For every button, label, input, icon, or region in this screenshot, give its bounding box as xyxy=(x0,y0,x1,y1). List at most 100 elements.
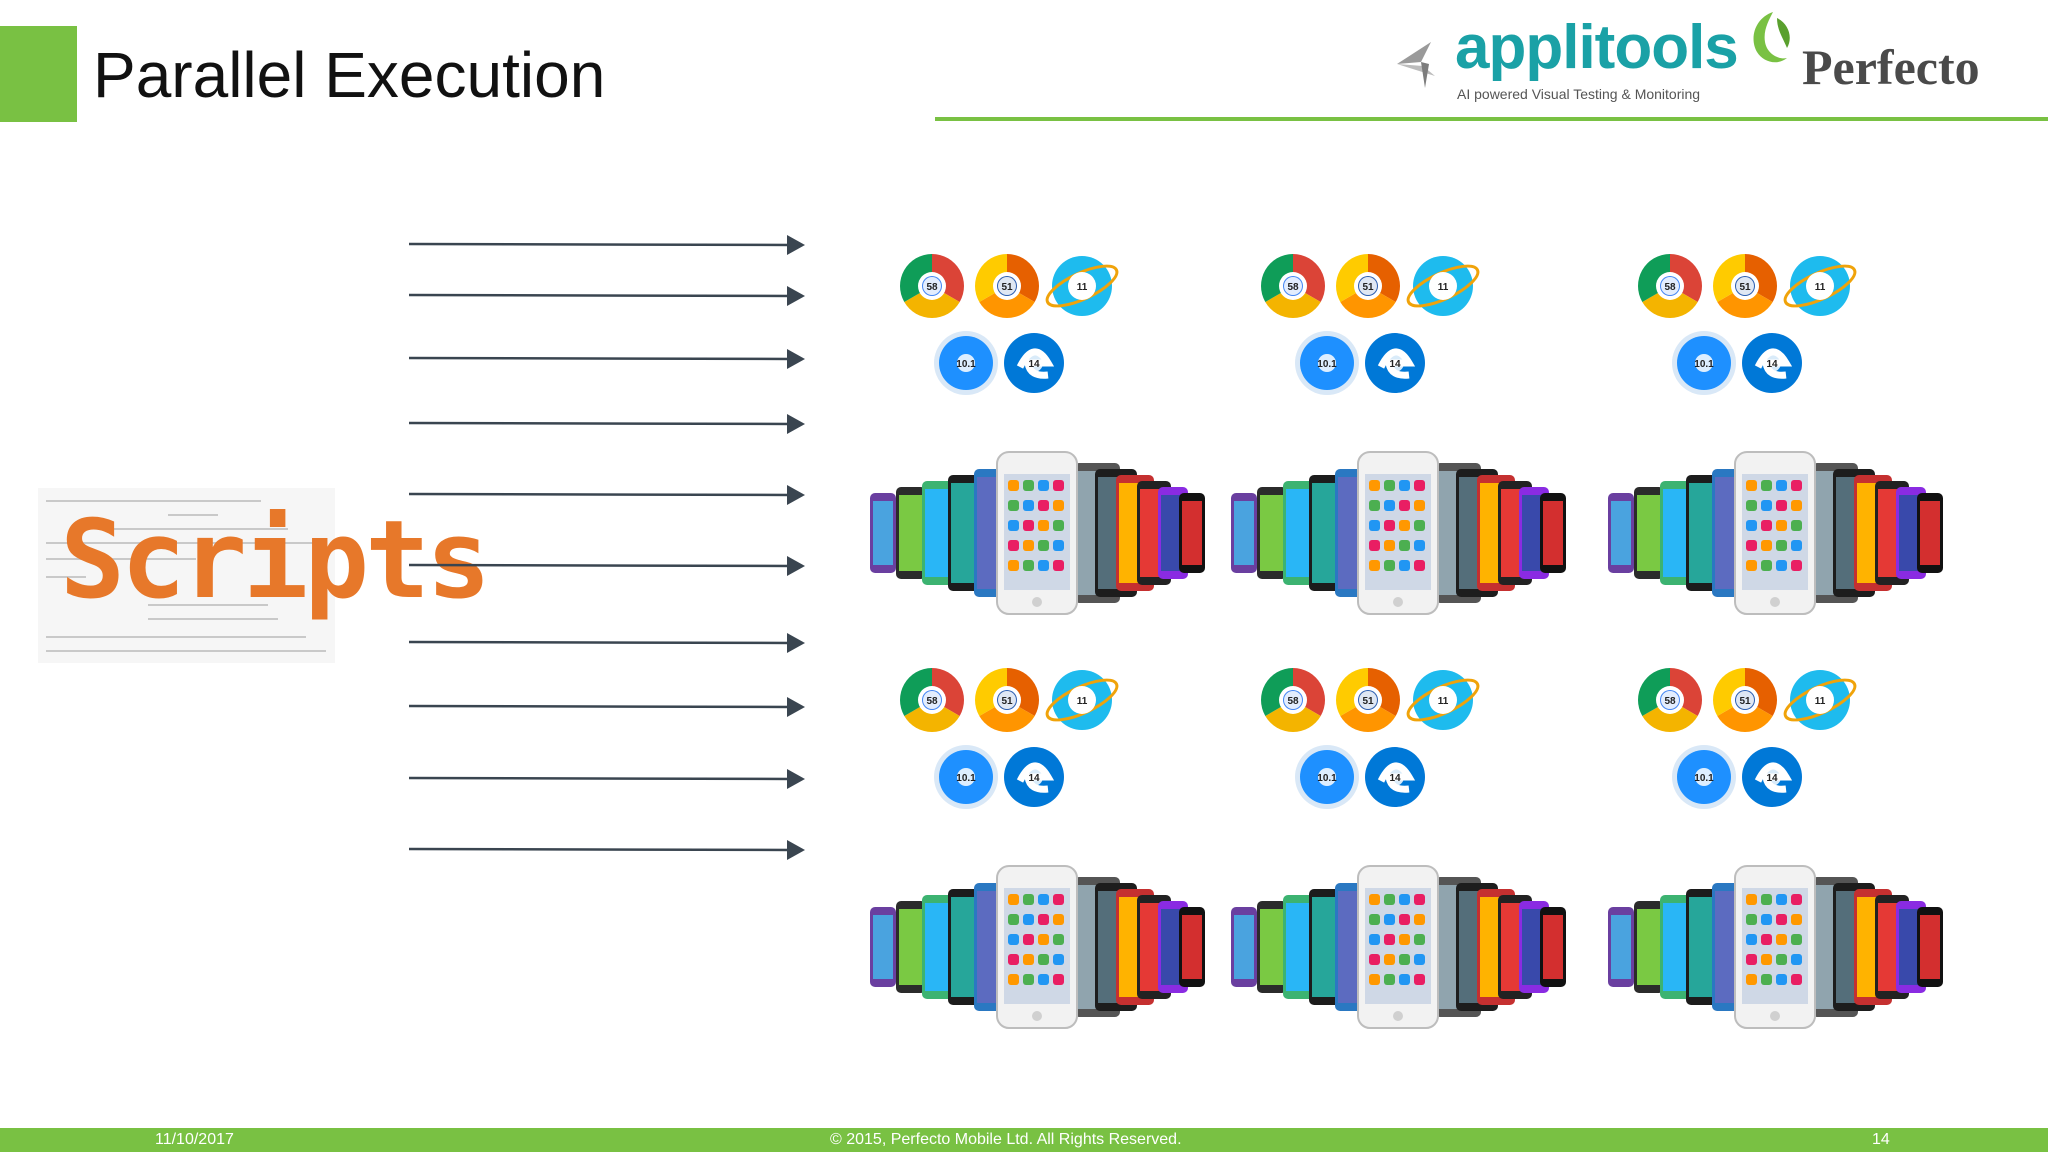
arrow xyxy=(408,286,805,306)
browser-version-label: 10.1 xyxy=(956,773,976,784)
safari-icon: 10.1 xyxy=(1295,331,1359,395)
arrow xyxy=(408,235,805,255)
firefox-icon: 51 xyxy=(1336,668,1400,732)
browser-version-label: 51 xyxy=(1362,282,1374,293)
arrow xyxy=(408,697,805,717)
browser-version-label: 14 xyxy=(1389,359,1401,370)
edge-icon: 14 xyxy=(1365,747,1425,807)
browser-version-label: 10.1 xyxy=(1694,359,1714,370)
arrow xyxy=(408,414,805,434)
browser-version-label: 14 xyxy=(1766,359,1778,370)
arrows xyxy=(408,235,805,860)
edge-icon: 14 xyxy=(1365,333,1425,393)
browser-version-label: 11 xyxy=(1815,696,1826,707)
chrome-icon: 58 xyxy=(1261,254,1325,318)
footer-bar: 11/10/2017 © 2015, Perfecto Mobile Ltd. … xyxy=(0,1128,2048,1152)
safari-icon: 10.1 xyxy=(1295,745,1359,809)
browser-version-label: 51 xyxy=(1001,282,1013,293)
arrow xyxy=(408,633,805,653)
browser-version-label: 58 xyxy=(1287,282,1299,293)
browser-device-cluster: 58 51 11 10.1 14 xyxy=(862,652,1207,1087)
perfecto-logo-text: Perfecto xyxy=(1802,39,1980,95)
script-text-line xyxy=(46,636,306,638)
browser-version-label: 51 xyxy=(1362,696,1374,707)
browser-version-label: 11 xyxy=(1077,282,1088,293)
cluster-graphic: 58 51 11 10.1 14 xyxy=(1231,668,1566,1029)
device-fan-image xyxy=(870,451,1205,615)
browser-version-label: 51 xyxy=(1739,282,1751,293)
browser-device-cluster: 58 51 11 10.1 14 xyxy=(1600,238,1945,673)
browser-version-label: 58 xyxy=(1664,282,1676,293)
footer-date: 11/10/2017 xyxy=(155,1131,234,1148)
chrome-icon: 58 xyxy=(1638,254,1702,318)
firefox-icon: 51 xyxy=(1713,668,1777,732)
footer-page-number: 14 xyxy=(1872,1131,1890,1148)
chrome-icon: 58 xyxy=(1638,668,1702,732)
chrome-icon: 58 xyxy=(1261,668,1325,732)
applitools-logo-text: applitools xyxy=(1455,13,1739,82)
scripts-image: Scripts xyxy=(38,488,491,663)
script-text-line xyxy=(46,576,86,578)
arrow xyxy=(408,349,805,369)
device-fan-image xyxy=(1608,451,1943,615)
script-text-line xyxy=(46,542,326,544)
browser-version-label: 11 xyxy=(1815,282,1826,293)
cluster-graphic: 58 51 11 10.1 14 xyxy=(870,668,1205,1029)
logos: applitools AI powered Visual Testing & M… xyxy=(1395,8,2035,108)
firefox-icon: 51 xyxy=(1336,254,1400,318)
browser-version-label: 11 xyxy=(1077,696,1088,707)
browser-version-label: 14 xyxy=(1028,359,1040,370)
footer-copyright: © 2015, Perfecto Mobile Ltd. All Rights … xyxy=(830,1131,1182,1148)
title-accent-square xyxy=(0,26,77,122)
safari-icon: 10.1 xyxy=(1672,745,1736,809)
edge-icon: 14 xyxy=(1004,747,1064,807)
edge-icon: 14 xyxy=(1742,747,1802,807)
firefox-icon: 51 xyxy=(975,668,1039,732)
browser-version-label: 14 xyxy=(1766,773,1778,784)
page-title: Parallel Execution xyxy=(93,39,606,111)
browser-version-label: 58 xyxy=(1664,696,1676,707)
firefox-icon: 51 xyxy=(1713,254,1777,318)
script-text-line xyxy=(98,528,288,530)
browser-version-label: 14 xyxy=(1028,773,1040,784)
safari-icon: 10.1 xyxy=(1672,331,1736,395)
edge-icon: 14 xyxy=(1742,333,1802,393)
header-underline xyxy=(935,117,2048,121)
chrome-icon: 58 xyxy=(900,254,964,318)
script-text-line xyxy=(46,650,326,652)
browser-device-cluster: 58 51 11 10.1 14 xyxy=(1223,652,1568,1087)
safari-icon: 10.1 xyxy=(934,331,998,395)
browser-version-label: 10.1 xyxy=(1317,359,1337,370)
perfecto-logo-icon xyxy=(1753,12,1790,63)
browser-device-cluster: 58 51 11 10.1 14 xyxy=(862,238,1207,673)
arrow xyxy=(408,840,805,860)
applitools-tagline: AI powered Visual Testing & Monitoring xyxy=(1457,86,1701,102)
device-fan-image xyxy=(870,865,1205,1029)
edge-icon: 14 xyxy=(1004,333,1064,393)
browser-version-label: 10.1 xyxy=(1694,773,1714,784)
browser-version-label: 10.1 xyxy=(1317,773,1337,784)
applitools-logo-icon xyxy=(1397,42,1435,88)
scripts-label: Scripts xyxy=(60,498,491,623)
device-fan-image xyxy=(1608,865,1943,1029)
script-text-line xyxy=(148,618,278,620)
safari-icon: 10.1 xyxy=(934,745,998,809)
internet-explorer-icon: 11 xyxy=(1406,670,1480,730)
browser-version-label: 10.1 xyxy=(956,359,976,370)
script-text-line xyxy=(168,514,218,516)
firefox-icon: 51 xyxy=(975,254,1039,318)
browser-version-label: 58 xyxy=(926,696,938,707)
internet-explorer-icon: 11 xyxy=(1783,670,1857,730)
browser-version-label: 58 xyxy=(1287,696,1299,707)
internet-explorer-icon: 11 xyxy=(1045,256,1119,316)
chrome-icon: 58 xyxy=(900,668,964,732)
arrow xyxy=(408,556,805,576)
script-text-line xyxy=(46,500,261,502)
internet-explorer-icon: 11 xyxy=(1783,256,1857,316)
device-fan-image xyxy=(1231,451,1566,615)
cluster-graphic: 58 51 11 10.1 14 xyxy=(1608,254,1943,615)
browser-version-label: 11 xyxy=(1438,696,1449,707)
cluster-graphic: 58 51 11 10.1 14 xyxy=(1608,668,1943,1029)
